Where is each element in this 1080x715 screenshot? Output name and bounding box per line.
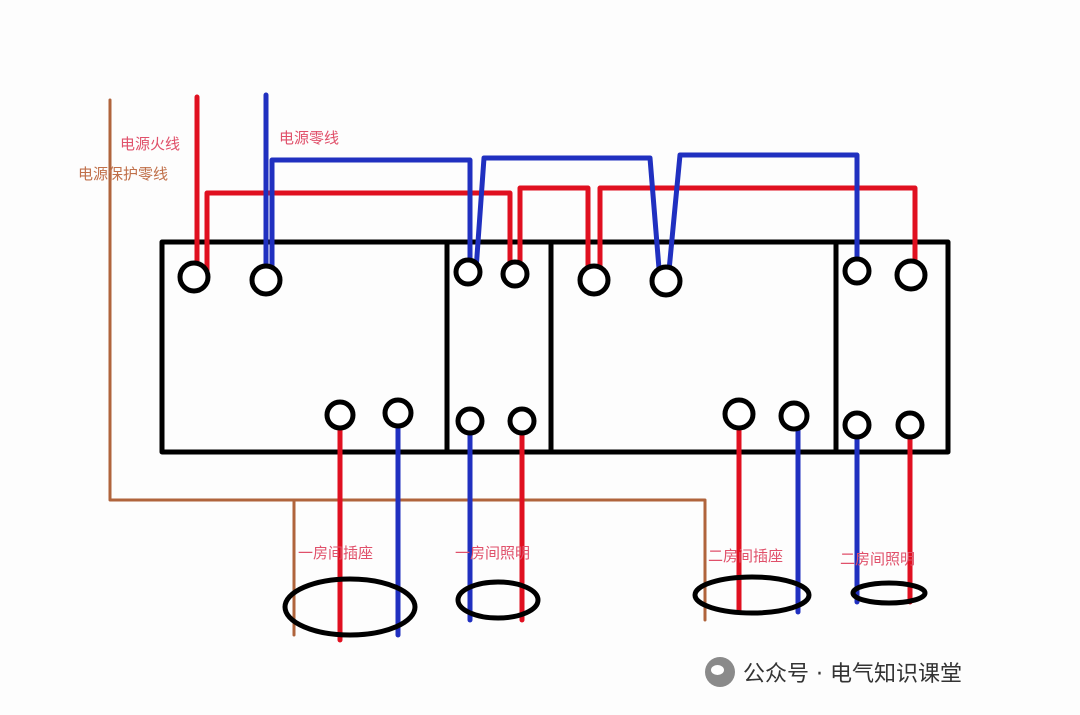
terminal xyxy=(577,263,611,297)
watermark: 公众号 · 电气知识课堂 xyxy=(705,656,962,688)
terminal xyxy=(722,397,756,431)
label-earth: 电源保护零线 xyxy=(78,165,169,183)
terminal xyxy=(324,399,356,431)
room1-socket-load xyxy=(282,576,418,638)
label-room2-socket: 二房间插座 xyxy=(708,547,784,565)
room2-socket-load xyxy=(692,574,812,616)
terminal xyxy=(455,406,485,436)
label-room1-light: 一房间照明 xyxy=(455,544,531,562)
label-room1-socket: 一房间插座 xyxy=(298,544,374,562)
label-room2-light: 二房间照明 xyxy=(840,550,916,568)
terminal xyxy=(894,258,928,292)
terminal xyxy=(649,264,683,298)
breaker-box-main xyxy=(159,239,951,455)
terminal xyxy=(249,263,283,297)
room2-light-load xyxy=(850,580,928,606)
live-bus xyxy=(204,185,918,280)
terminal xyxy=(382,397,414,429)
terminal xyxy=(842,410,872,440)
label-neutral: 电源零线 xyxy=(279,129,340,147)
terminal xyxy=(453,257,483,287)
label-live: 电源火线 xyxy=(120,135,181,153)
terminal xyxy=(842,256,872,286)
terminals xyxy=(177,256,928,440)
watermark-text: 公众号 · 电气知识课堂 xyxy=(743,662,962,687)
terminal xyxy=(895,410,925,440)
terminal xyxy=(500,259,530,289)
neutral-bus xyxy=(269,152,860,284)
wechat-icon xyxy=(705,657,735,687)
terminal xyxy=(507,406,537,436)
room1-light-load xyxy=(455,579,541,621)
terminal xyxy=(778,400,810,432)
terminal xyxy=(177,260,211,294)
earth-wire xyxy=(108,98,707,637)
